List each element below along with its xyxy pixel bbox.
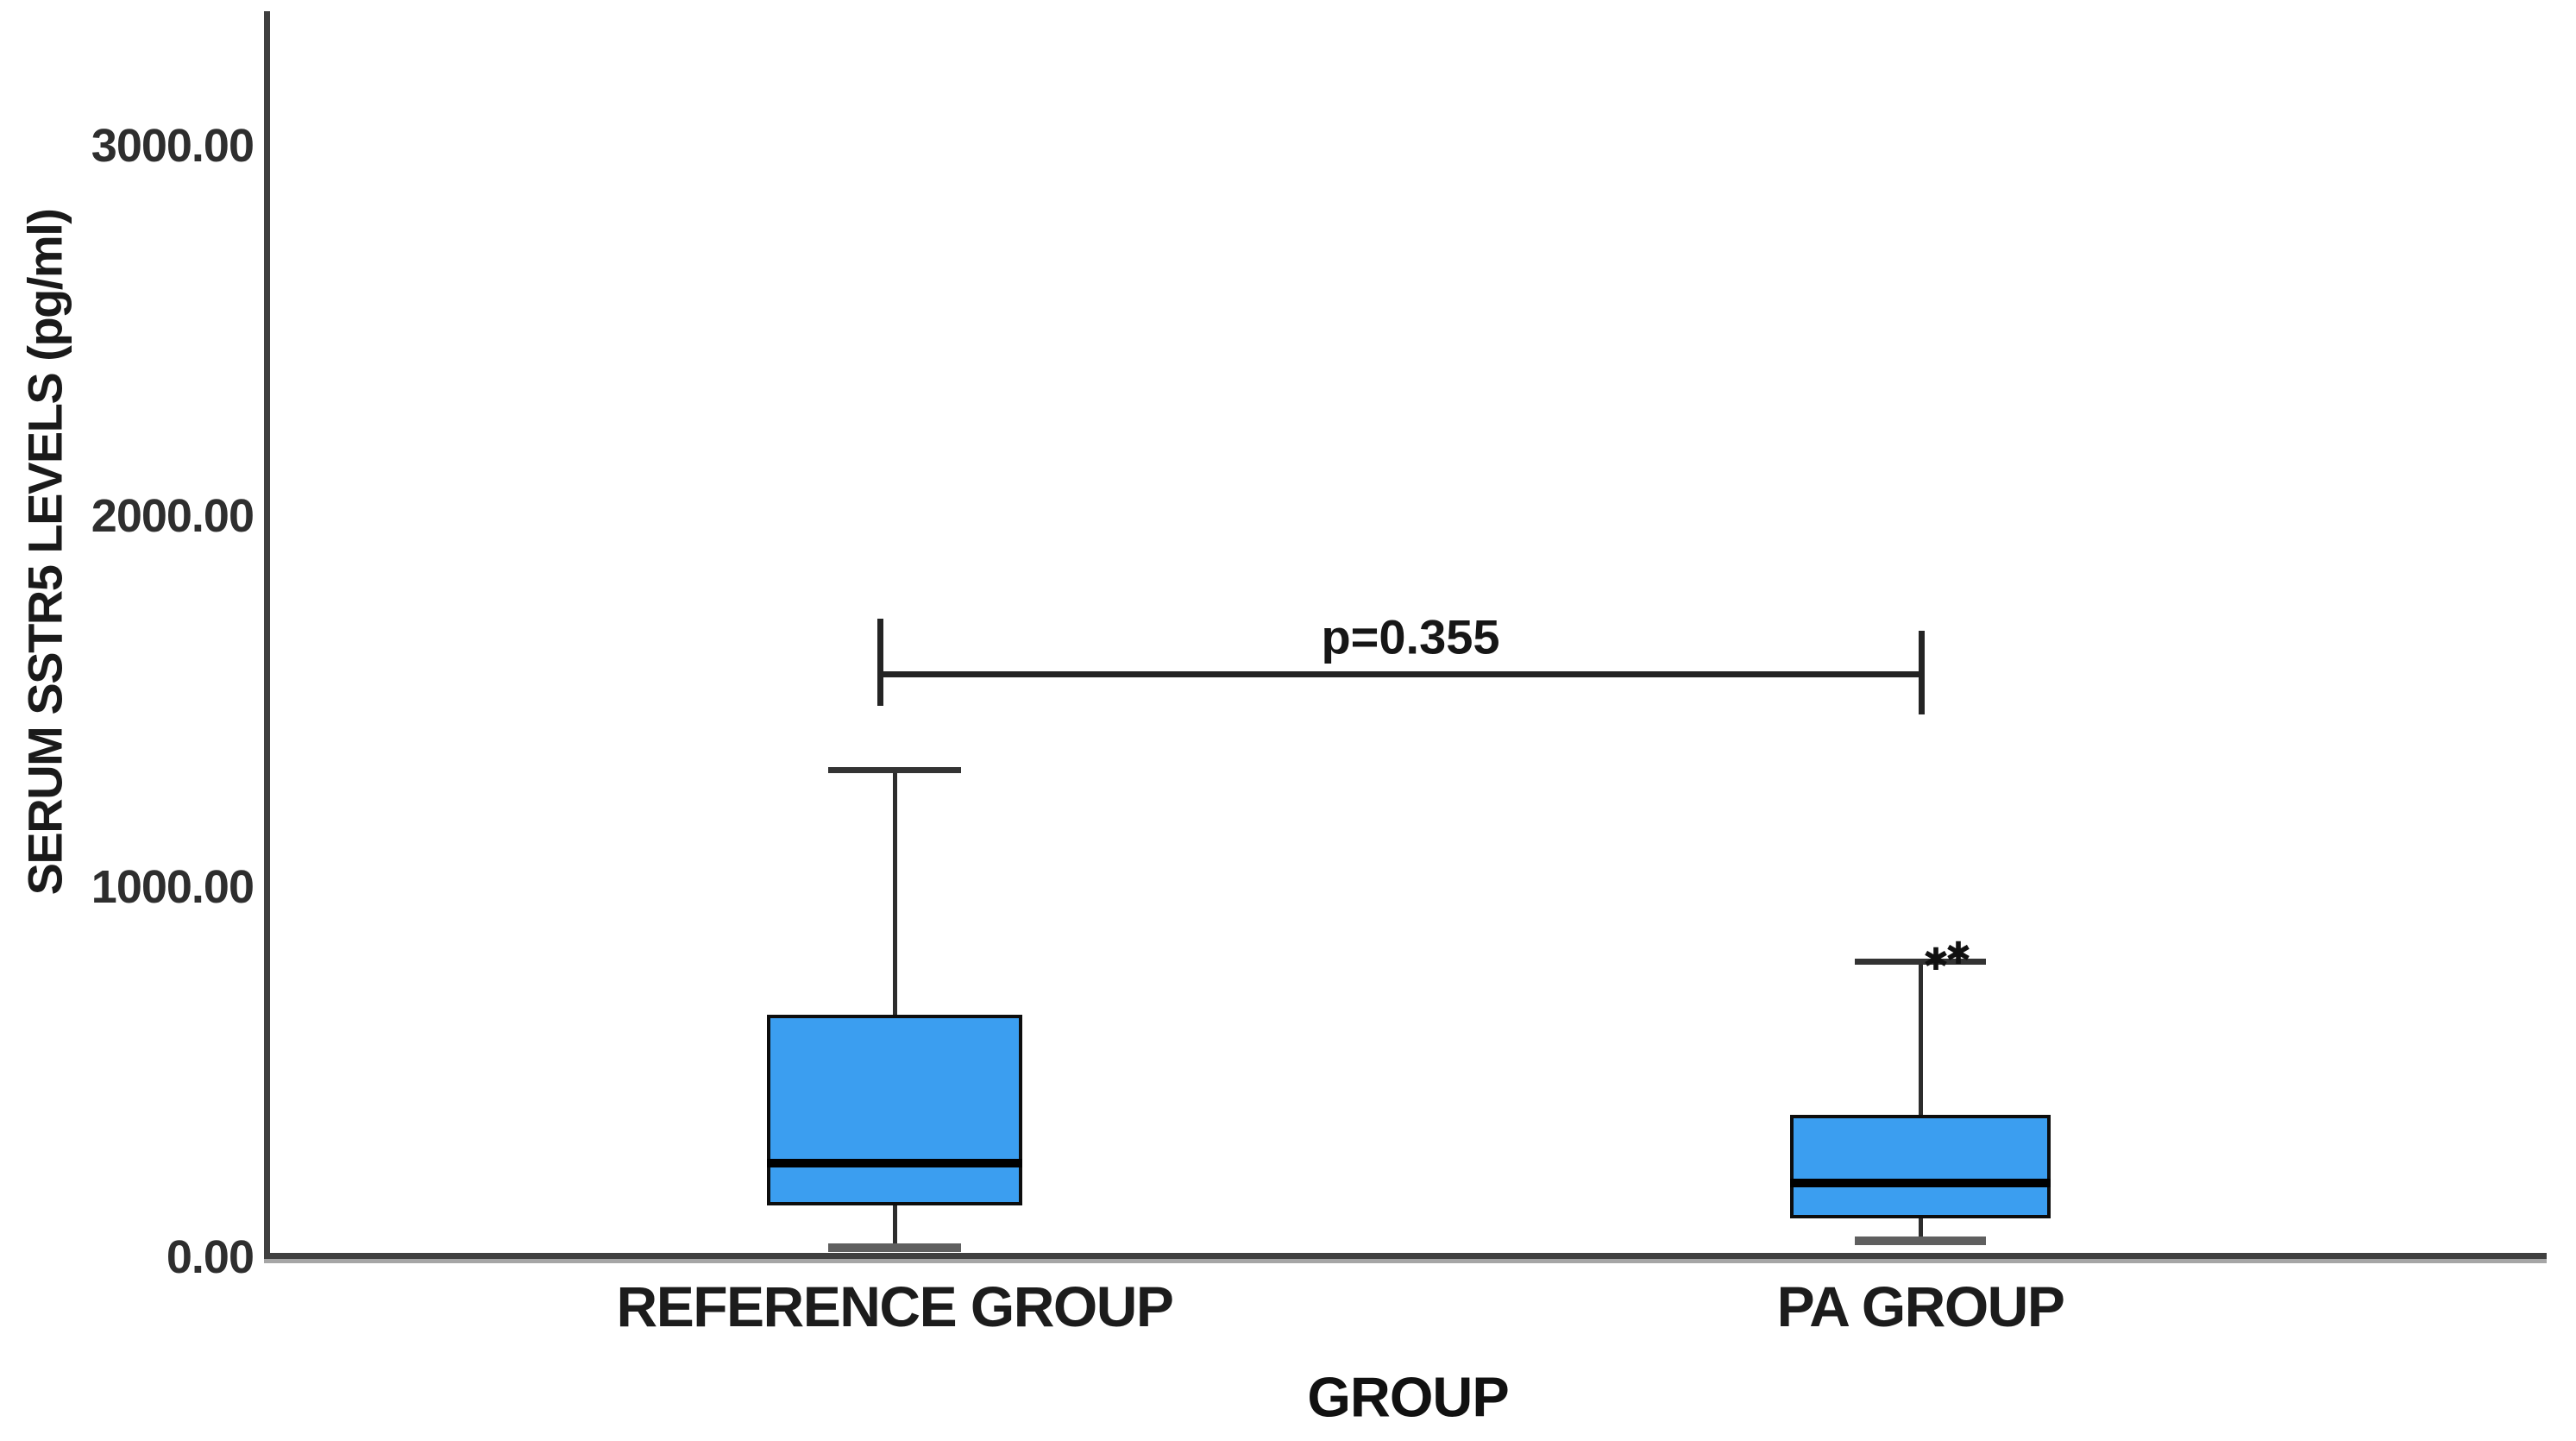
bracket-horizontal-line: [880, 671, 1921, 677]
iqr-box: [767, 1015, 1022, 1205]
lower-whisker-line: [893, 1205, 897, 1248]
x-axis-line: [264, 1253, 2547, 1259]
bracket-right-tick: [1919, 631, 1925, 714]
upper-whisker-cap: [828, 767, 961, 773]
y-tick-label: 0.00: [166, 1231, 254, 1283]
y-tick-label: 3000.00: [91, 120, 254, 172]
lower-whisker-line: [1919, 1218, 1923, 1241]
bracket-left-tick: [877, 619, 883, 706]
median-line: [767, 1159, 1022, 1167]
upper-whisker-cap: [1855, 959, 1986, 965]
x-category-label: REFERENCE GROUP: [616, 1274, 1174, 1338]
y-axis-line: [264, 11, 270, 1261]
x-category-label: PA GROUP: [1776, 1274, 2065, 1338]
y-tick-label: 2000.00: [91, 490, 254, 542]
x-axis-shadow: [264, 1259, 2547, 1263]
iqr-box: [1790, 1115, 2051, 1218]
outlier-asterisk: ✱: [1945, 935, 1972, 971]
upper-whisker-line: [1919, 961, 1923, 1115]
median-line: [1790, 1179, 2051, 1187]
y-axis-title: SERUM SSTR5 LEVELS (pg/ml): [17, 209, 72, 896]
y-tick-label: 1000.00: [91, 861, 254, 913]
lower-whisker-cap: [1855, 1236, 1986, 1245]
x-axis-title: GROUP: [1307, 1365, 1509, 1429]
lower-whisker-cap: [828, 1243, 961, 1252]
significance-label: p=0.355: [1321, 609, 1500, 664]
upper-whisker-line: [893, 770, 897, 1015]
outlier-asterisk: ✱: [1922, 941, 1950, 977]
